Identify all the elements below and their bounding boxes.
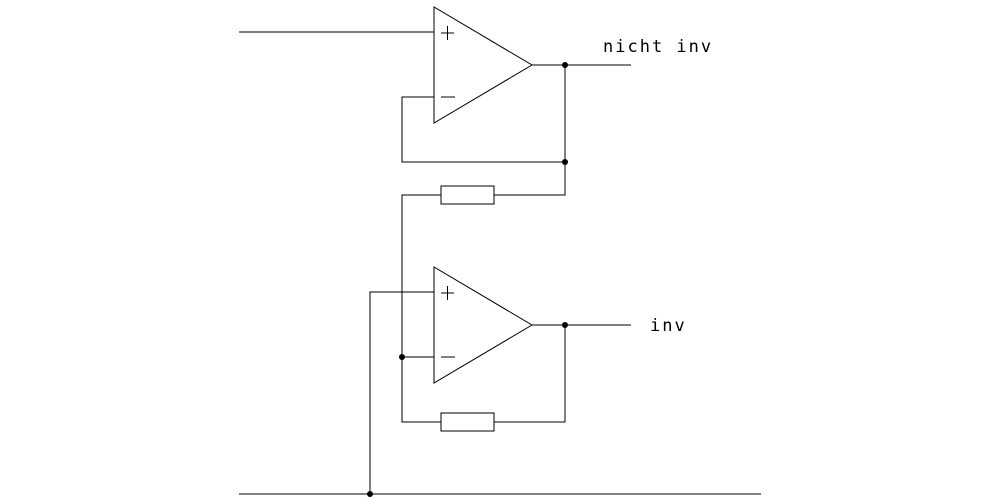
input-resistor-left-wire [401,194,441,358]
lower-op-amp-plus-sign [441,286,454,300]
lower-feedback-right-wire [494,325,566,423]
lower-output-label: inv [650,316,687,336]
upper-op-amp-body [433,6,533,124]
lower-feedback-left-wire [401,357,441,423]
lower-op-amp [433,266,533,384]
upper-op-amp-plus-sign [441,26,454,40]
upper-output-label: nicht inv [603,37,713,57]
feedback-resistor [440,412,495,432]
upper-feedback-wire [401,65,566,163]
lower-op-amp-body [433,266,533,384]
ground-junction [367,491,373,497]
lower-plus-input-wire [369,291,434,494]
upper-op-amp [433,6,533,124]
input-resistor-right-wire [494,162,566,196]
input-resistor [440,185,495,205]
